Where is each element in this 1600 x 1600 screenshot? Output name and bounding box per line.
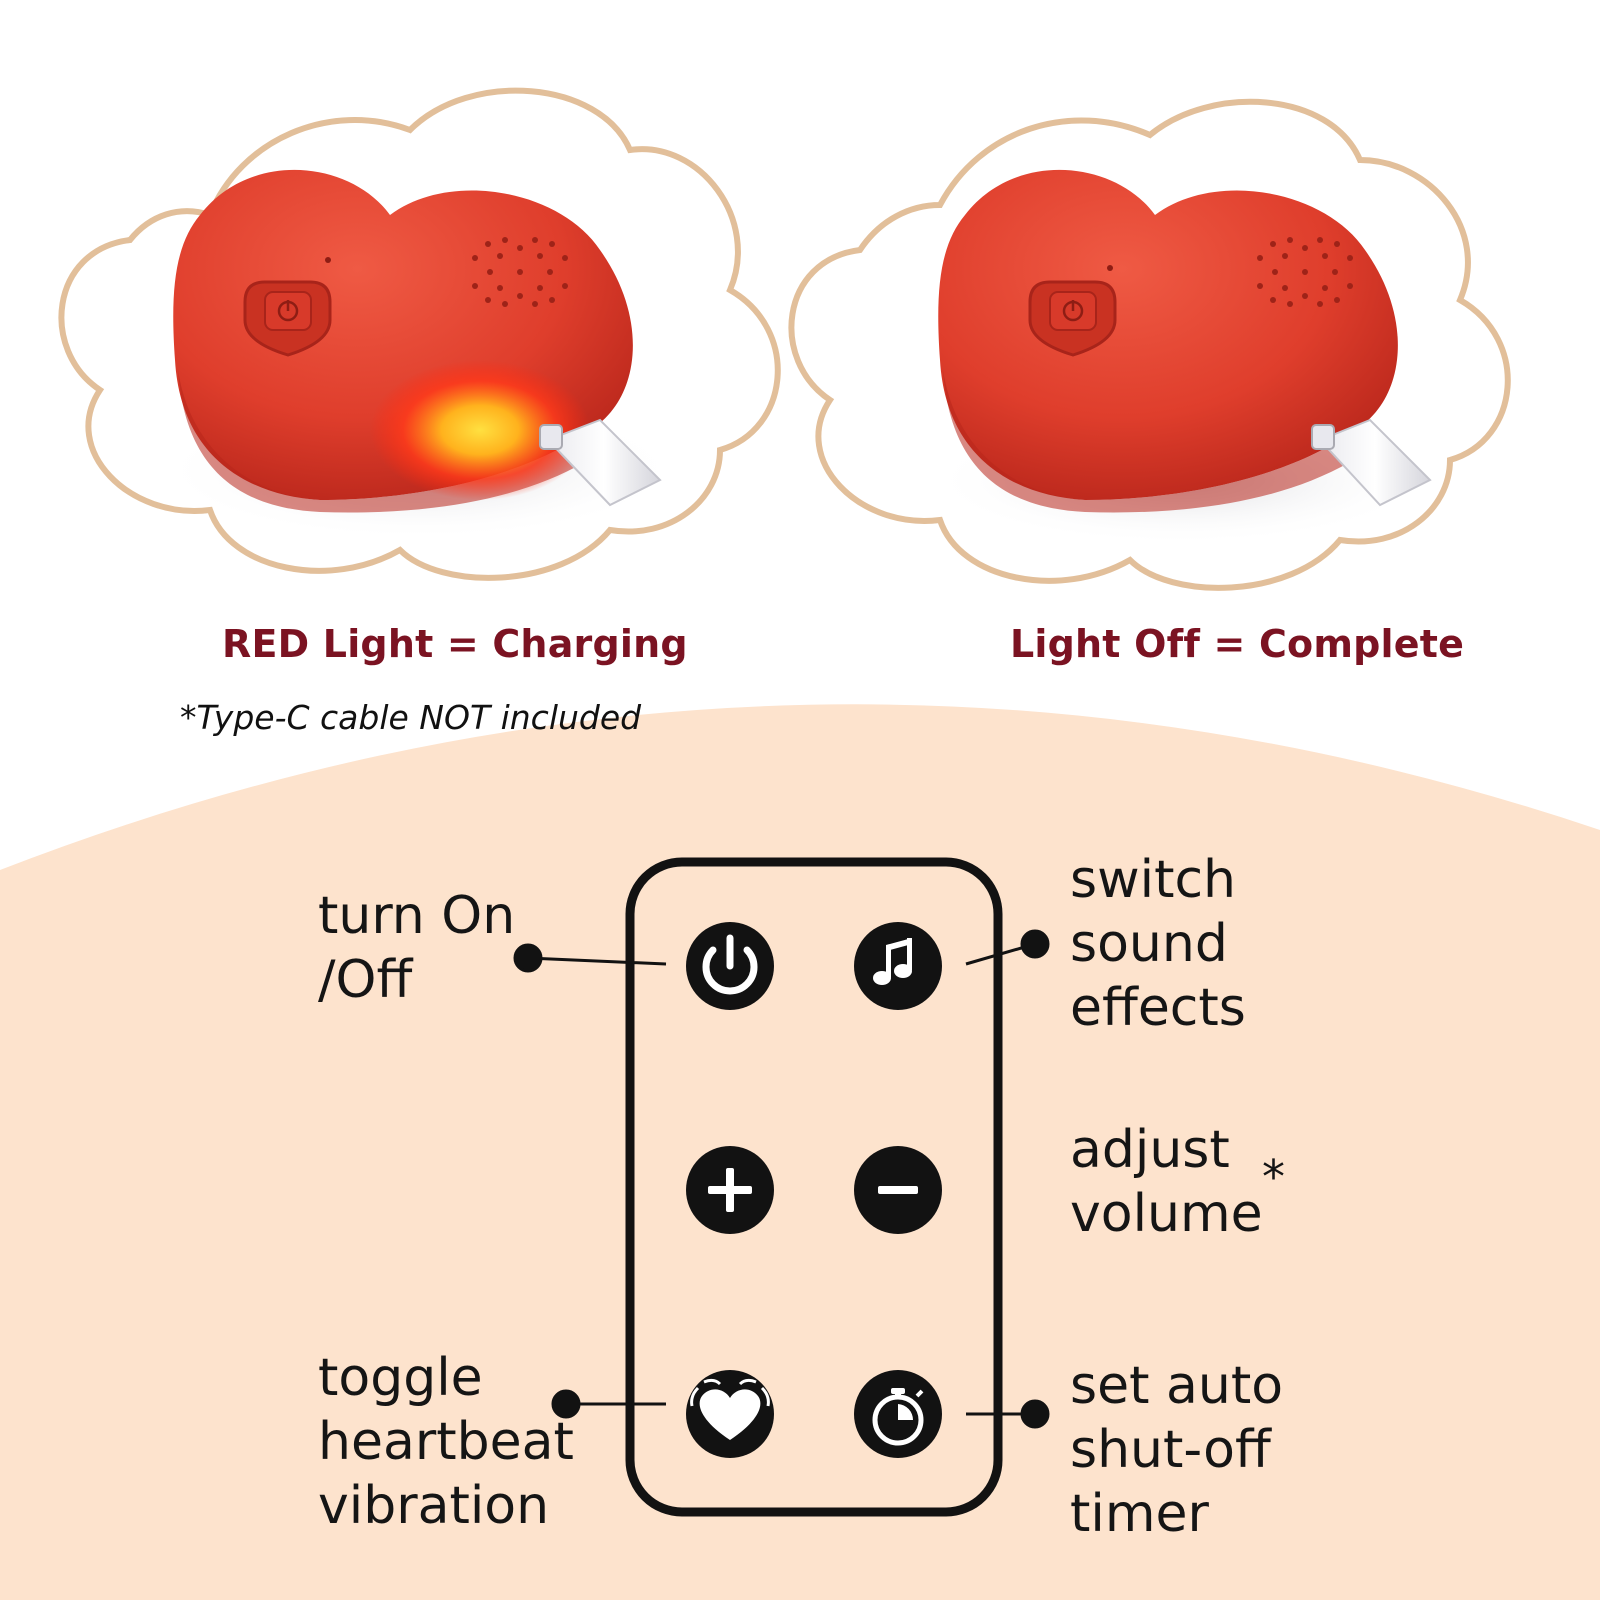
leader-lines — [513, 929, 1050, 1429]
usb-c-cable — [539, 418, 662, 507]
complete-caption: Light Off = Complete — [1010, 622, 1465, 666]
volume-label: adjust volume — [1070, 1120, 1263, 1244]
remote-outline — [625, 857, 1003, 1517]
usb-c-cable — [1311, 418, 1432, 507]
speaker-grille — [1257, 237, 1353, 307]
cable-note: *Type-C cable NOT included — [180, 698, 642, 737]
complete-heart-illustration — [788, 98, 1511, 591]
plus-icon — [708, 1168, 752, 1212]
heart-side — [943, 370, 1361, 513]
stopwatch-icon — [872, 1388, 924, 1446]
heart-body — [938, 169, 1398, 500]
peach-background — [0, 704, 1600, 1600]
heartbeat-label: toggle heartbeat vibration — [318, 1348, 574, 1536]
sound-label: switch sound effects — [1070, 850, 1246, 1038]
timer-label: set auto shut-off timer — [1070, 1356, 1284, 1544]
sound-effects-button[interactable] — [854, 922, 942, 1010]
music-note-icon — [873, 938, 912, 985]
heart-vibration-icon — [690, 1378, 770, 1440]
volume-down-button[interactable] — [854, 1146, 942, 1234]
heartbeat-vibration-button[interactable] — [686, 1370, 774, 1458]
charge-glow — [370, 360, 590, 500]
device-power-button — [1028, 280, 1117, 357]
power-label: turn On /Off — [318, 886, 516, 1010]
auto-shutoff-timer-button[interactable] — [854, 1370, 942, 1458]
charging-caption: RED Light = Charging — [222, 622, 688, 666]
volume-up-button[interactable] — [686, 1146, 774, 1234]
power-icon — [702, 946, 758, 995]
volume-asterisk: * — [1262, 1150, 1285, 1204]
minus-icon — [878, 1186, 918, 1194]
power-button[interactable] — [686, 922, 774, 1010]
charging-heart-illustration — [58, 87, 781, 581]
device-power-button — [243, 280, 332, 357]
speaker-grille — [472, 237, 568, 307]
